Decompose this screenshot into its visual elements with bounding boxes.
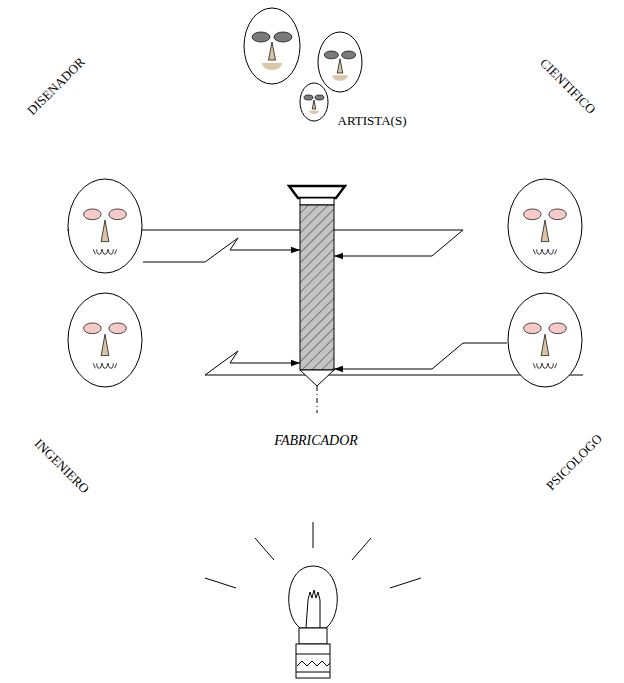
role-label: PSICOLOGO <box>544 432 605 493</box>
face-eye <box>549 209 567 220</box>
face-outline <box>68 293 142 387</box>
bulb <box>289 566 338 678</box>
face-nose <box>541 334 549 355</box>
face-outline <box>507 292 583 388</box>
face-eye <box>109 323 127 334</box>
person-face: CIENTIFICO <box>507 178 583 274</box>
role-label: FABRICADOR <box>274 434 358 448</box>
face-eye <box>342 51 356 59</box>
face-outline <box>67 178 143 274</box>
face-nose <box>101 220 109 241</box>
face-eye <box>274 32 292 42</box>
face-eye <box>252 32 270 42</box>
face-outline <box>508 293 582 387</box>
face-eye <box>524 323 542 334</box>
face-eye <box>304 95 313 100</box>
pencil-drawing <box>289 186 345 413</box>
pencil-shape: FABRICADOR <box>300 183 334 388</box>
face-nose <box>101 334 109 355</box>
face-eye <box>84 323 102 334</box>
face-nose <box>541 220 549 241</box>
face-eye <box>315 95 324 100</box>
face-mouth <box>93 363 116 368</box>
person-face: DISENADOR <box>67 178 143 274</box>
face-outline <box>300 83 328 121</box>
face-outline <box>68 179 142 273</box>
face-mouth <box>262 63 282 70</box>
face-mouth <box>533 249 556 254</box>
role-label: DISENADOR <box>25 55 87 117</box>
role-label: ARTISTA(S) <box>338 114 407 127</box>
face-nose <box>269 42 276 60</box>
artists-outline <box>238 6 398 128</box>
face-eye <box>84 209 102 220</box>
face-mouth <box>332 75 348 80</box>
face-mouth <box>309 111 319 115</box>
artist-faces: ARTISTA(S) <box>238 6 398 128</box>
person-face: INGENIERO <box>67 292 143 388</box>
role-label: CIENTIFICO <box>538 56 598 116</box>
face-outline <box>318 32 362 92</box>
face-outline <box>507 178 583 274</box>
face-nose <box>337 59 343 73</box>
face-outline <box>244 8 300 84</box>
face-eye <box>109 209 127 220</box>
person-face: PSICOLOGO <box>507 292 583 388</box>
zigzag-arrow <box>143 238 300 262</box>
face-outline <box>508 179 582 273</box>
face-mouth <box>93 249 116 254</box>
face-mouth <box>533 363 556 368</box>
zigzag-arrow <box>334 343 507 369</box>
face-eye <box>324 51 338 59</box>
face-outline <box>67 292 143 388</box>
pencil-outline <box>300 183 334 388</box>
face-eye <box>549 323 567 334</box>
face-nose <box>312 100 316 109</box>
face-eye <box>524 209 542 220</box>
role-label: INGENIERO <box>32 436 91 495</box>
